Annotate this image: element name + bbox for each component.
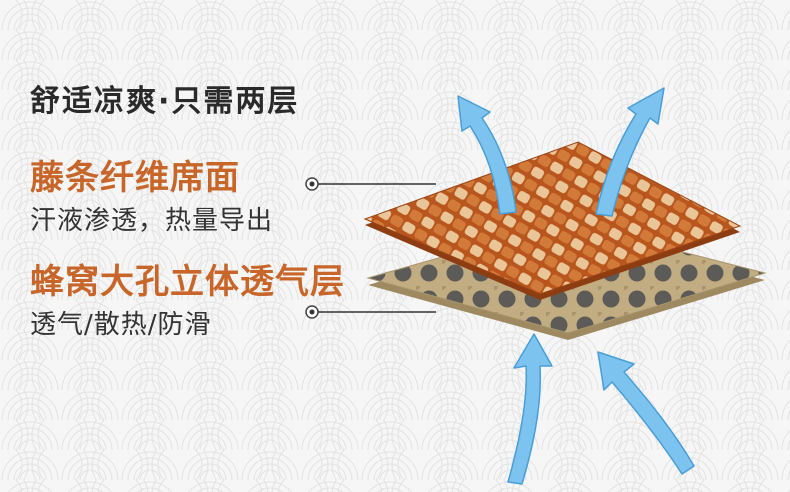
rattan-layer-desc: 汗液渗透，热量导出 (30, 206, 274, 236)
leader-line-bottom (305, 305, 436, 319)
airflow-arrow-bottom-right-icon (597, 351, 695, 475)
mesh-layer-title: 蜂窝大孔立体透气层 (30, 262, 345, 302)
leader-line-top (305, 177, 436, 191)
airflow-arrow-bottom-left-icon (507, 333, 553, 485)
rattan-layer (363, 141, 742, 300)
airflow-arrow-up-right-icon (595, 87, 665, 217)
rattan-layer-title: 藤条纤维席面 (30, 158, 240, 198)
airflow-arrow-up-left-icon (457, 95, 517, 215)
headline: 舒适凉爽·只需两层 (30, 84, 300, 119)
mesh-layer-desc: 透气/散热/防滑 (30, 310, 212, 340)
